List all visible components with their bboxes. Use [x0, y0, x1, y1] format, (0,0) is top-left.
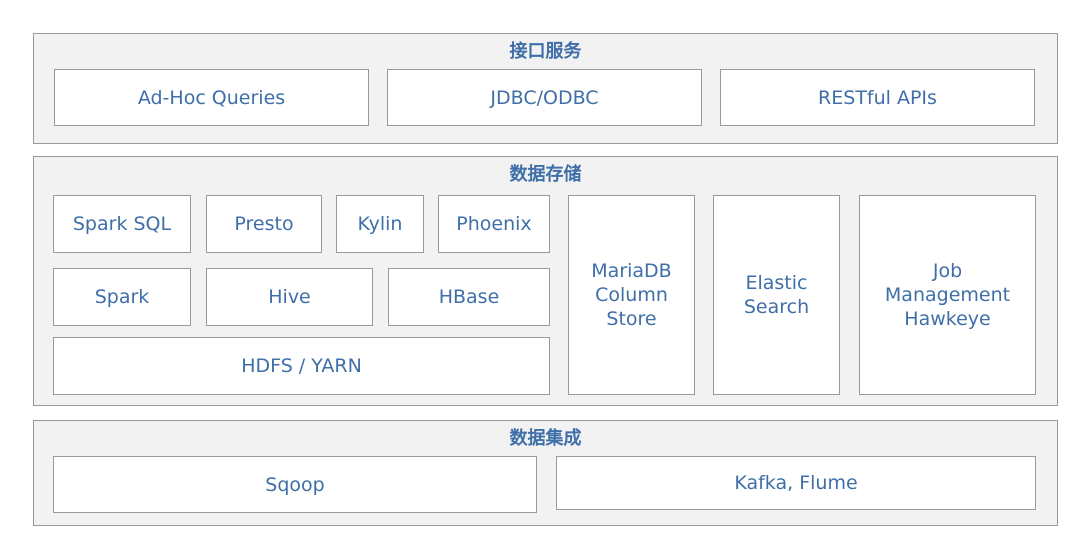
- kafka-flume-box: Kafka, Flume: [556, 456, 1036, 510]
- presto-box: Presto: [206, 195, 322, 253]
- interface-layer-title: 接口服务: [509, 41, 582, 62]
- restful-apis-box: RESTful APIs: [720, 69, 1035, 126]
- phoenix-box: Phoenix: [438, 195, 550, 253]
- mariadb-column-store-box: MariaDB Column Store: [568, 195, 695, 395]
- storage-layer-title: 数据存储: [509, 164, 582, 185]
- elastic-search-box: Elastic Search: [713, 195, 840, 395]
- spark-box: Spark: [53, 268, 191, 326]
- jdbc-odbc-box: JDBC/ODBC: [387, 69, 702, 126]
- sqoop-box: Sqoop: [53, 456, 537, 513]
- spark-sql-box: Spark SQL: [53, 195, 191, 253]
- integration-layer-title: 数据集成: [509, 428, 582, 449]
- ad-hoc-queries-box: Ad-Hoc Queries: [54, 69, 369, 126]
- kylin-box: Kylin: [336, 195, 424, 253]
- hbase-box: HBase: [388, 268, 550, 326]
- hdfs-yarn-box: HDFS / YARN: [53, 337, 550, 395]
- hive-box: Hive: [206, 268, 373, 326]
- job-management-hawkeye-box: Job Management Hawkeye: [859, 195, 1036, 395]
